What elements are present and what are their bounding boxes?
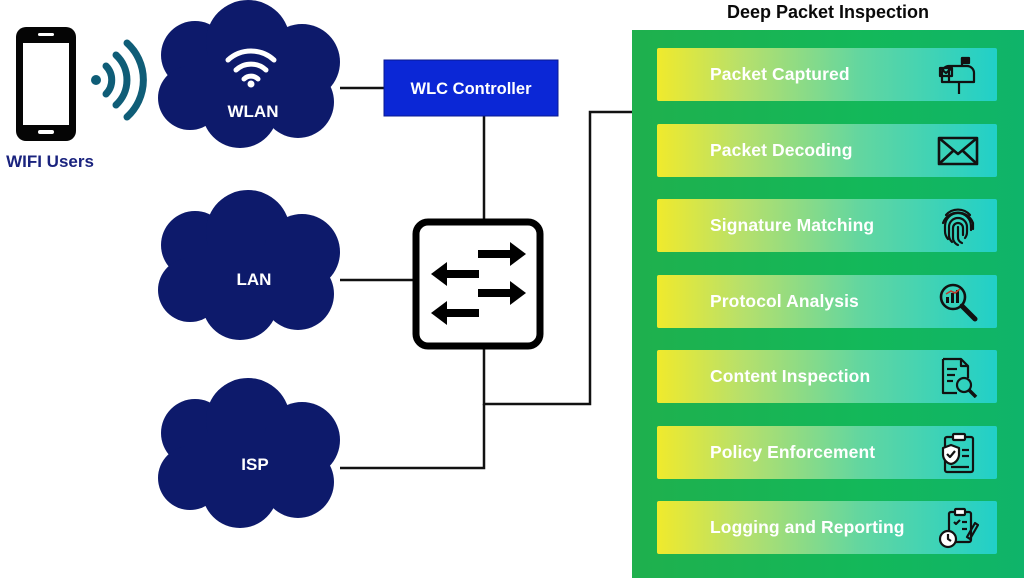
smartphone-icon <box>16 27 76 141</box>
dpi-step-protocol-analysis: Protocol Analysis <box>657 275 997 328</box>
wlan-cloud <box>158 0 340 148</box>
wlan-label: WLAN <box>228 102 279 121</box>
dpi-title: Deep Packet Inspection <box>726 2 930 22</box>
step-label: Protocol Analysis <box>710 291 859 311</box>
clipboard-shield-icon <box>941 432 975 474</box>
step-label: Policy Enforcement <box>710 442 876 462</box>
step-label: Packet Captured <box>710 64 850 84</box>
dpi-step-content-inspection: Content Inspection <box>657 350 997 403</box>
step-label: Packet Decoding <box>710 140 853 160</box>
wireless-signal-icon <box>91 39 147 121</box>
step-label: Logging and Reporting <box>710 517 905 537</box>
dpi-step-packet-decoding: Packet Decoding <box>657 124 997 177</box>
isp-label: ISP <box>241 455 268 474</box>
step-label: Content Inspection <box>710 366 871 386</box>
wlc-controller-label: WLC Controller <box>411 80 533 98</box>
dpi-step-signature-matching: Signature Matching <box>657 199 997 252</box>
wlc-controller-box <box>383 59 559 117</box>
document-search-icon <box>941 357 978 398</box>
isp-to-switch-line <box>340 404 486 470</box>
switch-to-dpi-line <box>482 110 632 406</box>
magnifier-chart-icon <box>939 283 978 322</box>
dpi-step-logging-reporting: Logging and Reporting <box>657 501 997 554</box>
clipboard-clock-icon <box>938 507 979 549</box>
envelope-icon <box>937 136 979 166</box>
isp-cloud <box>158 378 340 528</box>
lan-cloud <box>158 190 340 340</box>
lan-label: LAN <box>237 270 272 289</box>
dpi-step-packet-captured: Packet Captured <box>657 48 997 101</box>
dpi-step-policy-enforcement: Policy Enforcement <box>657 426 997 479</box>
dpi-panel: Packet Captured Packet Decoding Signatur… <box>632 30 1024 578</box>
network-switch-icon <box>412 218 544 350</box>
mailbox-icon <box>938 56 976 94</box>
step-label: Signature Matching <box>710 215 875 235</box>
wifi-users-label: WIFI Users <box>6 152 94 171</box>
wifi-icon <box>225 48 277 88</box>
connector-lines <box>340 86 632 470</box>
fingerprint-icon <box>941 208 975 247</box>
